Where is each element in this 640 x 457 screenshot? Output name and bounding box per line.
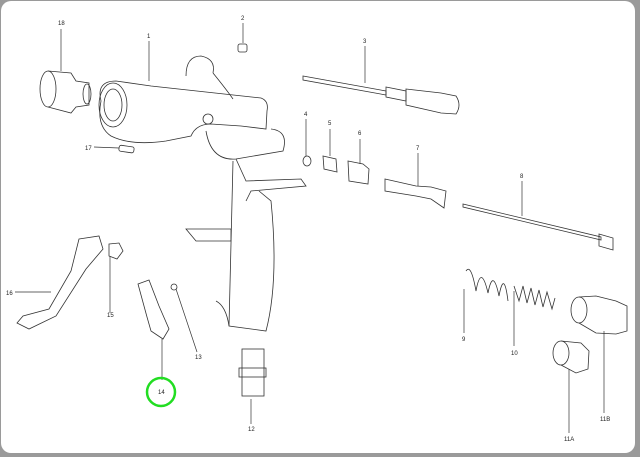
part-11A[interactable] bbox=[552, 340, 590, 374]
svg-text:1: 1 bbox=[147, 34, 151, 40]
part-13[interactable] bbox=[170, 283, 178, 291]
part-labels: 18 1 2 3 4 5 6 7 8 17 9 10 11B 11A 12 13… bbox=[6, 16, 610, 443]
svg-text:8: 8 bbox=[520, 174, 524, 180]
diagram-canvas: 18 1 2 3 4 5 6 7 8 17 9 10 11B 11A 12 13… bbox=[1, 1, 635, 453]
svg-text:9: 9 bbox=[462, 337, 466, 343]
leader-lines bbox=[15, 23, 605, 433]
part-18[interactable] bbox=[39, 70, 92, 114]
svg-text:4: 4 bbox=[304, 112, 308, 118]
svg-text:6: 6 bbox=[358, 131, 362, 137]
svg-text:11A: 11A bbox=[564, 437, 574, 443]
svg-text:12: 12 bbox=[248, 427, 255, 433]
highlight-circle-part-14 bbox=[145, 376, 177, 408]
svg-text:2: 2 bbox=[241, 16, 245, 22]
part-7[interactable] bbox=[384, 178, 447, 209]
svg-text:11B: 11B bbox=[600, 417, 610, 423]
part-3-needle-assembly[interactable] bbox=[302, 75, 460, 115]
part-6[interactable] bbox=[347, 160, 370, 185]
svg-text:7: 7 bbox=[416, 146, 420, 152]
svg-text:18: 18 bbox=[58, 21, 65, 27]
svg-text:17: 17 bbox=[85, 146, 92, 152]
svg-text:10: 10 bbox=[511, 351, 518, 357]
svg-text:13: 13 bbox=[195, 355, 202, 361]
svg-text:3: 3 bbox=[363, 39, 367, 45]
part-1-gun-body[interactable] bbox=[98, 55, 307, 332]
svg-text:14: 14 bbox=[158, 390, 165, 396]
svg-text:16: 16 bbox=[6, 291, 13, 297]
part-8-rod[interactable] bbox=[462, 203, 614, 251]
exploded-view: 18 1 2 3 4 5 6 7 8 17 9 10 11B 11A 12 13… bbox=[6, 16, 628, 443]
part-15[interactable] bbox=[108, 242, 124, 260]
part-16-trigger[interactable] bbox=[16, 235, 104, 330]
svg-text:5: 5 bbox=[328, 121, 332, 127]
part-17[interactable] bbox=[118, 144, 135, 154]
part-12-fitting[interactable] bbox=[238, 348, 267, 397]
part-9-spring[interactable] bbox=[465, 268, 509, 302]
part-5[interactable] bbox=[322, 155, 338, 173]
part-14-lever[interactable] bbox=[137, 279, 170, 340]
part-11B[interactable] bbox=[570, 295, 628, 335]
part-10-spring[interactable] bbox=[513, 285, 556, 311]
part-4[interactable] bbox=[302, 155, 312, 167]
svg-text:15: 15 bbox=[107, 313, 114, 319]
part-2[interactable] bbox=[237, 43, 248, 53]
